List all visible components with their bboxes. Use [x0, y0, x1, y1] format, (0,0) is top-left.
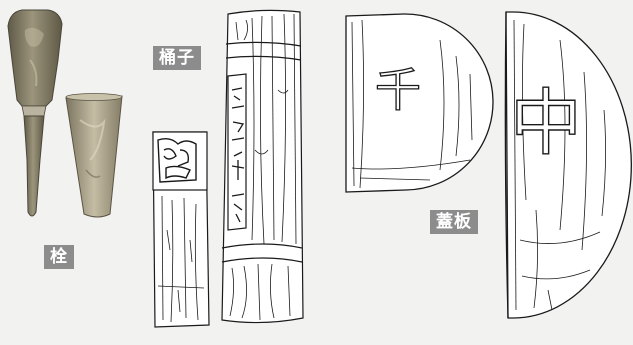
bucket-board-narrow	[152, 131, 210, 328]
lid-board-left	[345, 13, 494, 193]
label-lid: 蓋板	[430, 210, 478, 234]
wood-grain-lid-left	[351, 19, 473, 189]
wood-grain-narrow	[157, 195, 205, 323]
bucket-board-wide	[221, 9, 304, 324]
lid-right-carved-char: 中	[510, 81, 582, 165]
label-plug: 栓	[44, 245, 74, 269]
plug-photo-tall	[7, 9, 63, 217]
carved-emblem	[157, 137, 197, 183]
label-bucket: 桶子	[153, 46, 201, 70]
lid-left-carved-char: 千	[375, 63, 421, 117]
wood-grain-wide	[229, 13, 297, 321]
carved-vertical-inscription	[231, 87, 245, 223]
plug-photo-cone	[65, 93, 123, 218]
wood-grain-lid-right	[513, 19, 606, 311]
lid-board-right	[504, 11, 632, 319]
